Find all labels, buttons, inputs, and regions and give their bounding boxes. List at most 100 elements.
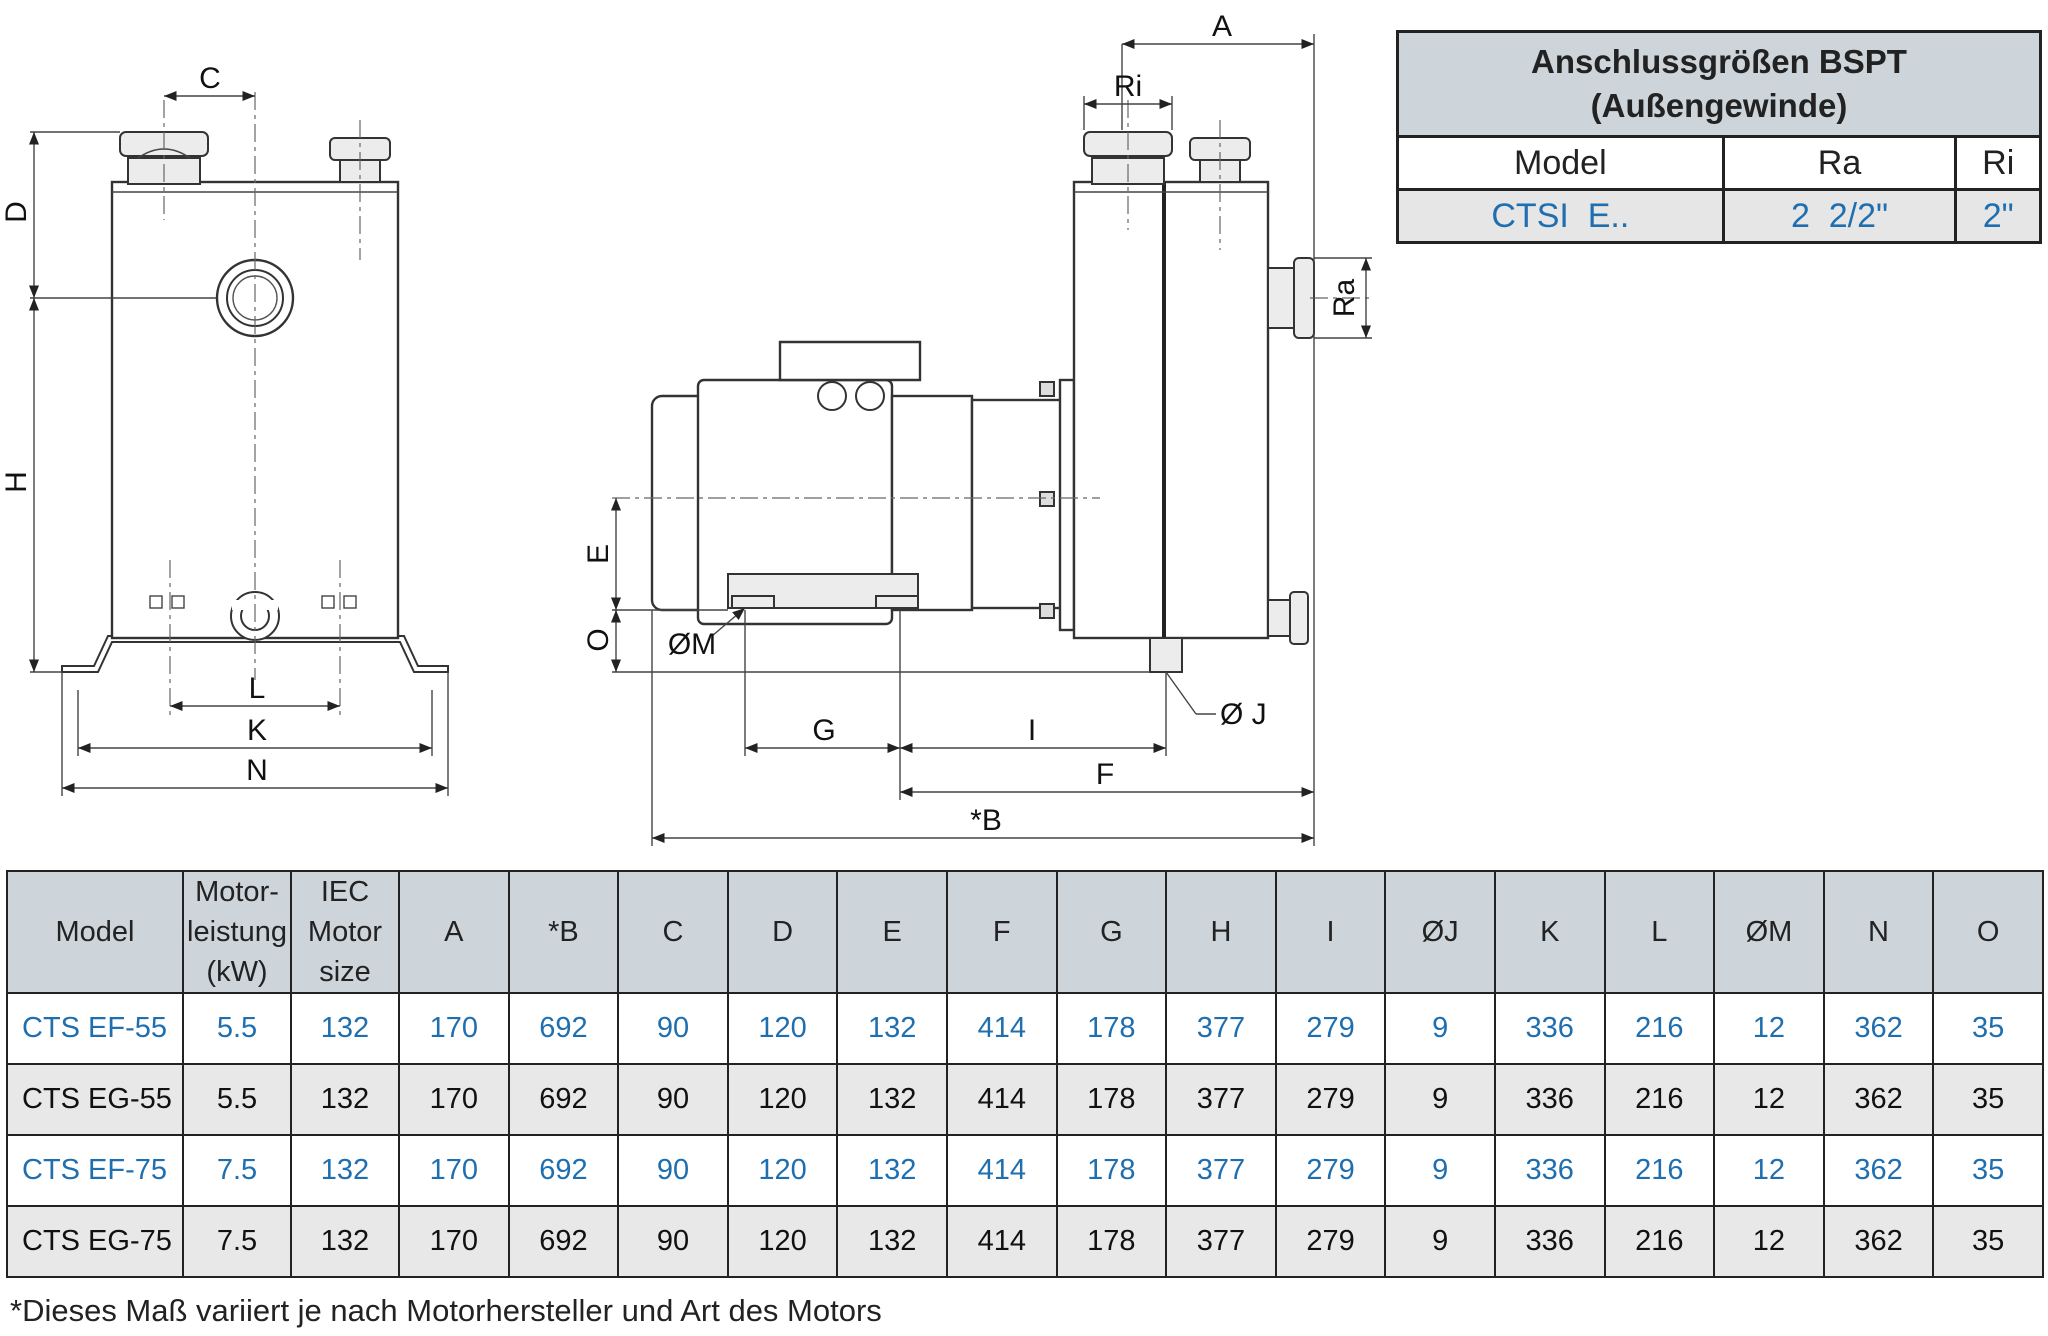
header-cell: Model: [6, 870, 184, 994]
value-cell: 178: [1055, 1205, 1168, 1278]
value-cell: 216: [1603, 1063, 1716, 1136]
value-cell: 132: [836, 1063, 948, 1136]
value-cell: 692: [507, 1063, 620, 1136]
value-cell: 178: [1055, 1134, 1168, 1207]
front-view: C D H L K N: [0, 62, 449, 796]
value-cell: 414: [945, 992, 1058, 1065]
header-text: F: [992, 916, 1011, 948]
header-cell: O: [1932, 870, 2044, 994]
value-cell: 5.5: [182, 992, 292, 1065]
value-cell: 132: [836, 992, 948, 1065]
value-cell: 692: [507, 1205, 620, 1278]
value-cell: 12: [1713, 1205, 1825, 1278]
value-cell: 35: [1932, 1063, 2044, 1136]
dim-label-ri: Ri: [1114, 70, 1142, 103]
value-cell: 279: [1274, 1134, 1387, 1207]
value-cell: 170: [398, 1063, 510, 1136]
value-cell: 35: [1932, 992, 2044, 1065]
bspt-cell-model: CTSI E..: [1396, 188, 1725, 244]
header-cell: H: [1165, 870, 1277, 994]
value-cell: 377: [1165, 1205, 1277, 1278]
header-text: ØJ: [1421, 916, 1459, 948]
value-cell: 216: [1603, 1205, 1716, 1278]
header-text: size: [319, 956, 371, 988]
value-cell: 9: [1384, 992, 1496, 1065]
header-text: ØM: [1745, 916, 1793, 948]
bspt-header-ri: Ri: [1954, 135, 2042, 191]
value-cell: 120: [726, 992, 839, 1065]
value-cell: 336: [1493, 1134, 1606, 1207]
header-cell: N: [1822, 870, 1935, 994]
value-cell: 90: [617, 1205, 729, 1278]
value-cell: 414: [945, 1205, 1058, 1278]
value-cell: 90: [617, 1063, 729, 1136]
dim-label-e: E: [582, 544, 615, 564]
header-cell: A: [398, 870, 510, 994]
dim-label-f: F: [1096, 758, 1114, 791]
dim-label-m: ØM: [668, 628, 716, 661]
value-cell: 170: [398, 1134, 510, 1207]
dim-label-c: C: [199, 62, 221, 95]
value-cell: 9: [1384, 1205, 1496, 1278]
value-cell: 279: [1274, 992, 1387, 1065]
value-cell: 170: [398, 1205, 510, 1278]
dim-label-o: O: [582, 628, 615, 651]
value-cell: 279: [1274, 1063, 1387, 1136]
value-cell: 90: [617, 992, 729, 1065]
model-cell: CTS EF-55: [6, 992, 184, 1065]
header-text: O: [1976, 916, 2000, 948]
value-cell: 132: [836, 1205, 948, 1278]
header-text: C: [662, 916, 684, 948]
header-cell: E: [836, 870, 948, 994]
header-cell: F: [945, 870, 1058, 994]
bspt-title-line1: Anschlussgrößen BSPT: [1531, 43, 1907, 80]
value-cell: 377: [1165, 992, 1277, 1065]
value-cell: 362: [1822, 992, 1935, 1065]
value-cell: 7.5: [182, 1134, 292, 1207]
side-view: A Ri Ra E O ØM G I F *B Ø J: [582, 10, 1372, 846]
value-cell: 120: [726, 1063, 839, 1136]
dim-label-h: H: [0, 471, 33, 493]
dim-label-b: *B: [970, 804, 1002, 837]
model-cell: CTS EF-75: [6, 1134, 184, 1207]
bspt-header-ra: Ra: [1721, 135, 1958, 191]
value-cell: 12: [1713, 1063, 1825, 1136]
bspt-title: Anschlussgrößen BSPT (Außengewinde): [1396, 30, 2042, 138]
value-cell: 170: [398, 992, 510, 1065]
bspt-cell-ra: 2 2/2": [1721, 188, 1958, 244]
header-text: H: [1210, 916, 1232, 948]
dim-label-k: K: [247, 714, 267, 747]
value-cell: 178: [1055, 1063, 1168, 1136]
dim-label-j: Ø J: [1220, 698, 1267, 731]
value-cell: 132: [836, 1134, 948, 1207]
dim-label-l: L: [249, 672, 266, 705]
bspt-title-line2: (Außengewinde): [1590, 87, 1848, 124]
value-cell: 362: [1822, 1134, 1935, 1207]
value-cell: 377: [1165, 1134, 1277, 1207]
value-cell: 216: [1603, 1134, 1716, 1207]
header-text: K: [1540, 916, 1560, 948]
value-cell: 7.5: [182, 1205, 292, 1278]
value-cell: 336: [1493, 1205, 1606, 1278]
header-cell: ØJ: [1384, 870, 1496, 994]
model-cell: CTS EG-75: [6, 1205, 184, 1278]
header-cell: C: [617, 870, 729, 994]
header-text: D: [772, 916, 794, 948]
value-cell: 35: [1932, 1205, 2044, 1278]
value-cell: 377: [1165, 1063, 1277, 1136]
value-cell: 216: [1603, 992, 1716, 1065]
value-cell: 362: [1822, 1063, 1935, 1136]
value-cell: 279: [1274, 1205, 1387, 1278]
header-cell: ØM: [1713, 870, 1825, 994]
bspt-header-model: Model: [1396, 135, 1725, 191]
header-cell: G: [1055, 870, 1168, 994]
bspt-connection-table: Anschlussgrößen BSPT (Außengewinde) Mode…: [1396, 30, 2042, 244]
header-cell: *B: [507, 870, 620, 994]
header-text: L: [1651, 916, 1668, 948]
